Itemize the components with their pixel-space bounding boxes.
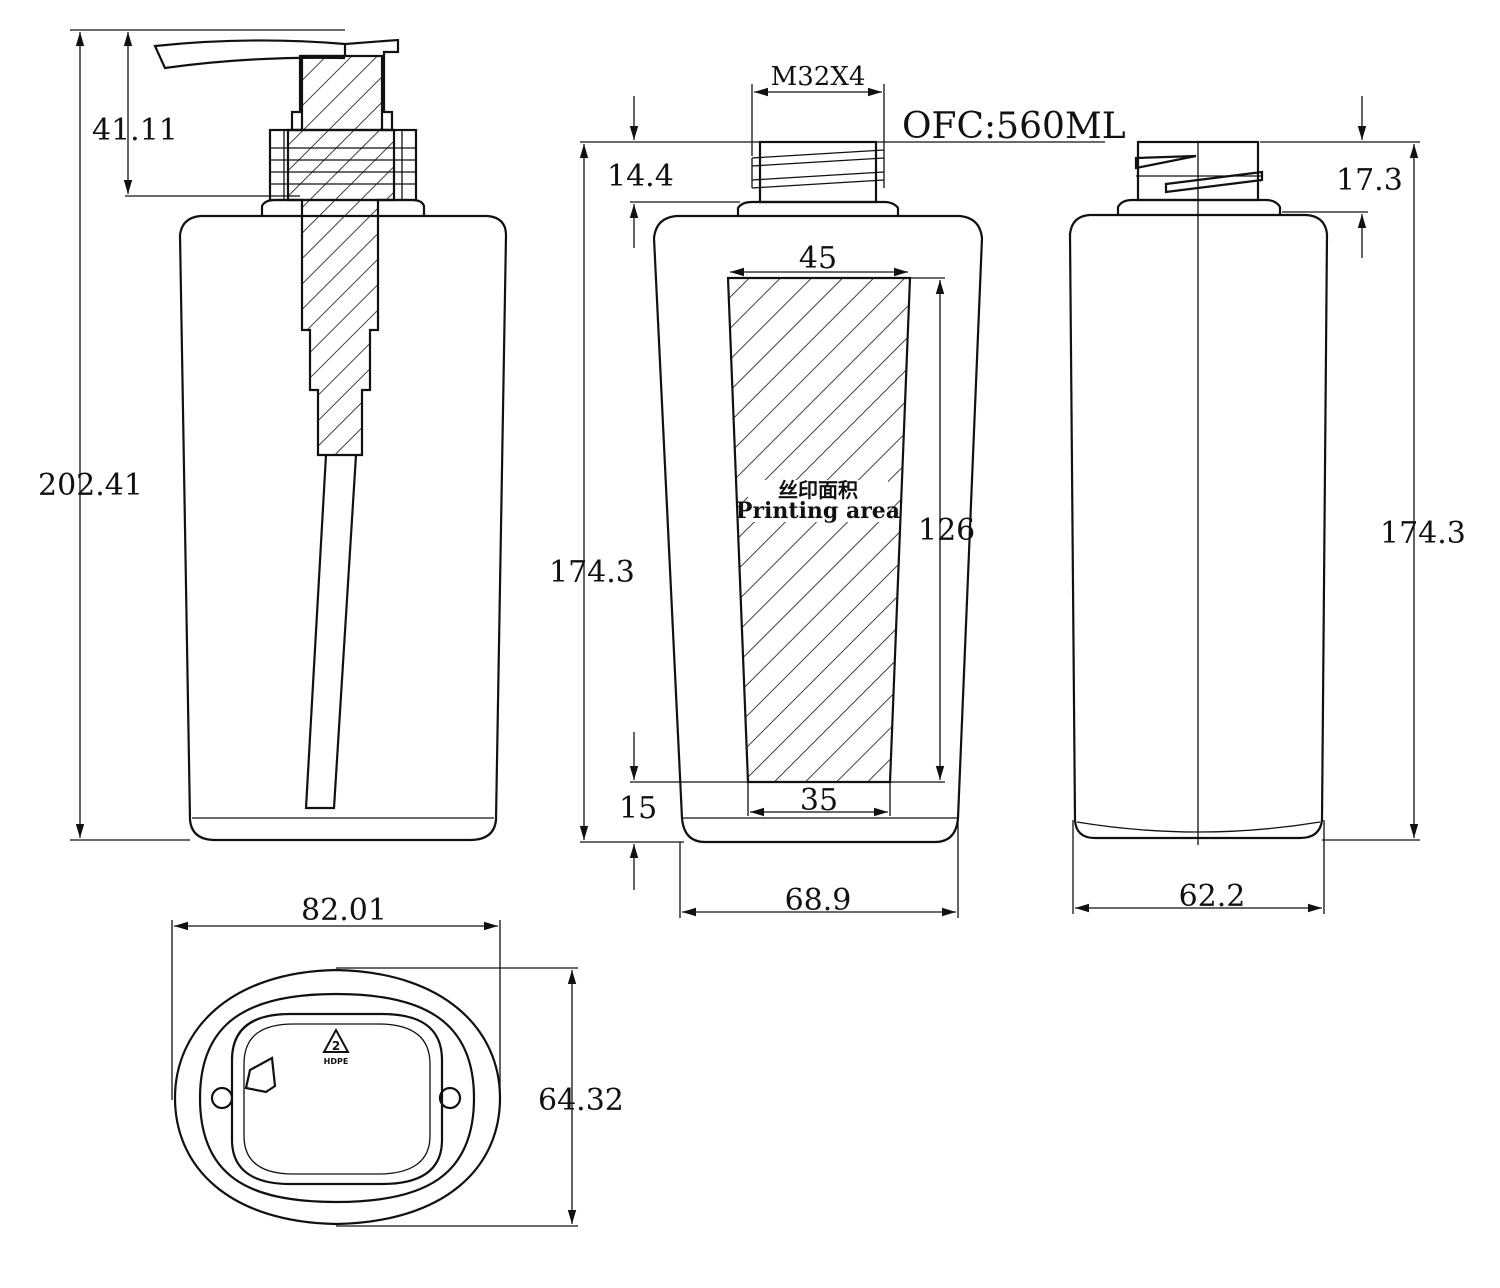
print-area-en-label: Printing area — [736, 498, 900, 524]
pump-height-label: 41.11 — [92, 113, 178, 148]
pump-bottle-view: 202.41 41.11 — [38, 29, 508, 842]
body-height-side-label: 174.3 — [1380, 516, 1466, 551]
front-width-label: 68.9 — [785, 883, 852, 918]
pump-bottle-body — [178, 214, 508, 842]
material-label: HDPE — [324, 1057, 349, 1066]
printing-area — [726, 276, 912, 784]
body-height-front-label: 174.3 — [549, 555, 635, 590]
side-width-label: 62.2 — [1179, 879, 1246, 914]
neck-height-front-label: 14.4 — [607, 159, 674, 194]
side-bottle-body — [1068, 213, 1329, 840]
overall-height-label: 202.41 — [38, 468, 143, 503]
print-height-label: 126 — [918, 513, 975, 548]
base-length-label: 82.01 — [301, 893, 387, 928]
thread-spec-label: M32X4 — [771, 62, 866, 92]
recycle-icon: 2 HDPE — [322, 1027, 350, 1066]
front-view: 丝印面积 Printing area M32X4 OFC:560ML 14.4 … — [549, 62, 1126, 918]
dip-tube — [304, 454, 358, 810]
recycle-code: 2 — [332, 1039, 340, 1053]
side-view: 17.3 174.3 62.2 — [1068, 96, 1466, 914]
print-offset-label: 15 — [619, 791, 657, 826]
bottom-view: 2 HDPE 82.01 64.32 — [171, 893, 624, 1227]
side-neck — [1136, 140, 1260, 202]
print-top-width-label: 45 — [799, 241, 837, 276]
print-area-cn-label: 丝印面积 — [778, 478, 858, 502]
base-inner-panel — [230, 1012, 444, 1186]
pump-nozzle — [290, 38, 400, 132]
base-outer-outline — [173, 968, 502, 1226]
base-width-label: 64.32 — [538, 1083, 624, 1118]
neck-height-side-label: 17.3 — [1336, 163, 1403, 198]
print-bottom-width-label: 35 — [800, 783, 838, 818]
pump-stem-section — [286, 54, 396, 457]
capacity-label: OFC:560ML — [902, 106, 1126, 147]
